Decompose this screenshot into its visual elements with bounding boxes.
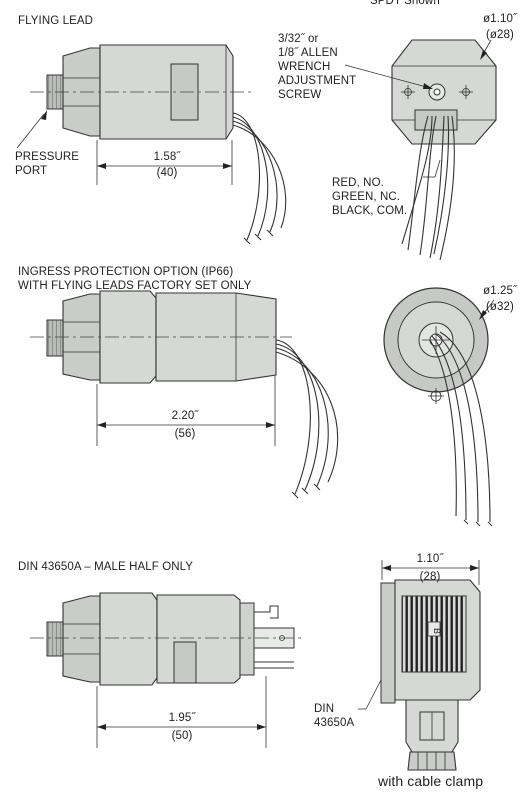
din-connector-view [358,560,481,771]
section2-dia-mm: (ø32) [486,301,514,313]
pressure-port-label: PRESSURE PORT [15,151,80,177]
header-cut-label: SPDT Shown [370,0,440,7]
section2-dim-inch: 2.20˝ [171,410,199,422]
section3-width-inch: 1.10˝ [416,553,444,565]
section1-dim-mm: (40) [156,167,178,179]
section2-dia-inch: ø1.25˝ [483,285,517,297]
connector-mark: B [432,628,442,634]
din-label: DIN 43650A [314,703,355,729]
section2-title: INGRESS PROTECTION OPTION (IP66) WITH FL… [18,266,252,292]
ip66-side-view [30,290,339,499]
wire-colors-label: RED, NO. GREEN, NC. BLACK, COM. [332,177,408,217]
section1-dim-inch: 1.58˝ [153,151,181,163]
section3-title: DIN 43650A – MALE HALF ONLY [18,561,194,573]
cable-clamp-caption: with cable clamp [378,773,484,789]
din-side-view [30,592,304,748]
section3-width-mm: (28) [419,571,441,583]
flying-lead-side-view [16,44,287,245]
section3-dim-inch: 1.95˝ [168,712,196,724]
ip66-end-view [383,287,495,527]
section2-dim-mm: (56) [174,428,196,440]
section1-dia-mm: (ø28) [486,29,514,41]
wrench-label: 3/32˝ or 1/8˝ ALLEN WRENCH ADJUSTMENT SC… [278,33,357,101]
section3-dim-mm: (50) [171,730,193,742]
flying-lead-end-view [344,39,497,261]
section1-dia-inch: ø1.10˝ [483,13,517,25]
section1-title: FLYING LEAD [18,15,94,27]
